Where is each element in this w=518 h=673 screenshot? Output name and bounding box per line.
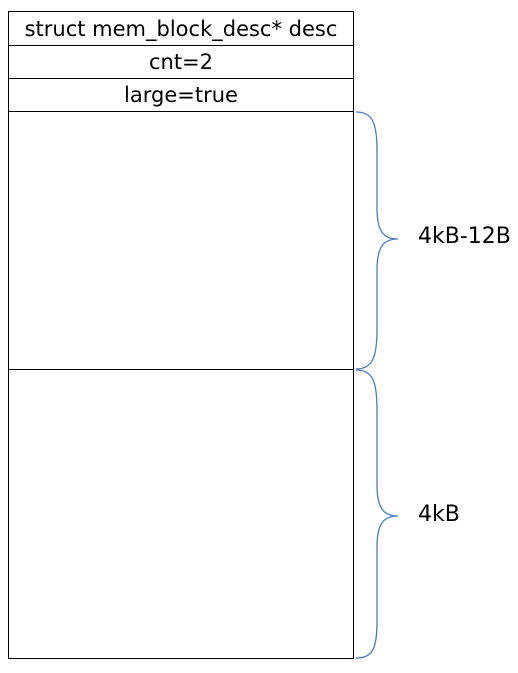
second-block-size-label: 4kB xyxy=(418,502,460,527)
desc-pointer-field: struct mem_block_desc* desc xyxy=(8,11,354,46)
first-block-size-label: 4kB-12B xyxy=(418,224,511,249)
first-block-brace xyxy=(355,111,399,370)
large-field: large=true xyxy=(8,78,354,112)
second-block-brace xyxy=(355,369,399,659)
desc-pointer-label: struct mem_block_desc* desc xyxy=(24,16,338,41)
cnt-label: cnt=2 xyxy=(148,50,214,74)
large-label: large=true xyxy=(124,83,238,107)
second-page-block xyxy=(8,369,354,659)
first-page-block xyxy=(8,111,354,370)
